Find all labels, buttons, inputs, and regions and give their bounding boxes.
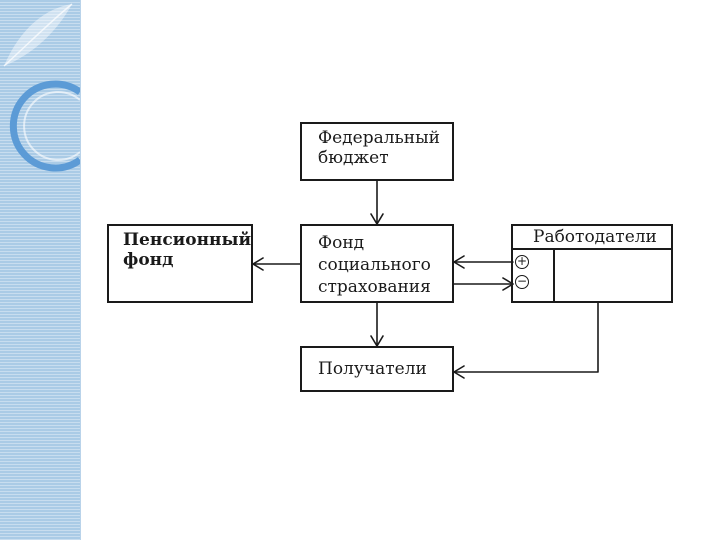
recipients-box: Получатели [300,346,454,392]
arrow-fund-to-pension [252,257,301,271]
pension-fund-label: Пенсионный фонд [123,230,252,270]
leaf-swirl-decoration [3,3,80,172]
arrow-employers-to-recipients [453,302,599,379]
arrow-fund-to-minus [453,277,514,291]
federal-budget-box: Федеральный бюджет [300,122,454,181]
social-insurance-fund-label: Фонд социального страхования [318,233,431,297]
arrow-fund-to-recipients [370,302,384,347]
pension-fund-box: Пенсионный фонд [107,224,253,303]
social-insurance-fund-box: Фонд социального страхования [300,224,454,303]
federal-budget-label: Федеральный бюджет [318,128,440,168]
employers-header: Работодатели [513,226,671,250]
decorative-sidebar [0,0,81,540]
employers-box: Работодатели + − [511,224,673,303]
plus-sign-icon: + [515,254,529,269]
employers-label: Работодатели [533,227,657,247]
arrow-budget-to-fund [370,180,384,225]
arrow-plus-to-fund [453,255,514,269]
minus-sign-icon: − [515,274,529,289]
recipients-label: Получатели [318,359,427,379]
employers-sign-column [553,248,555,301]
